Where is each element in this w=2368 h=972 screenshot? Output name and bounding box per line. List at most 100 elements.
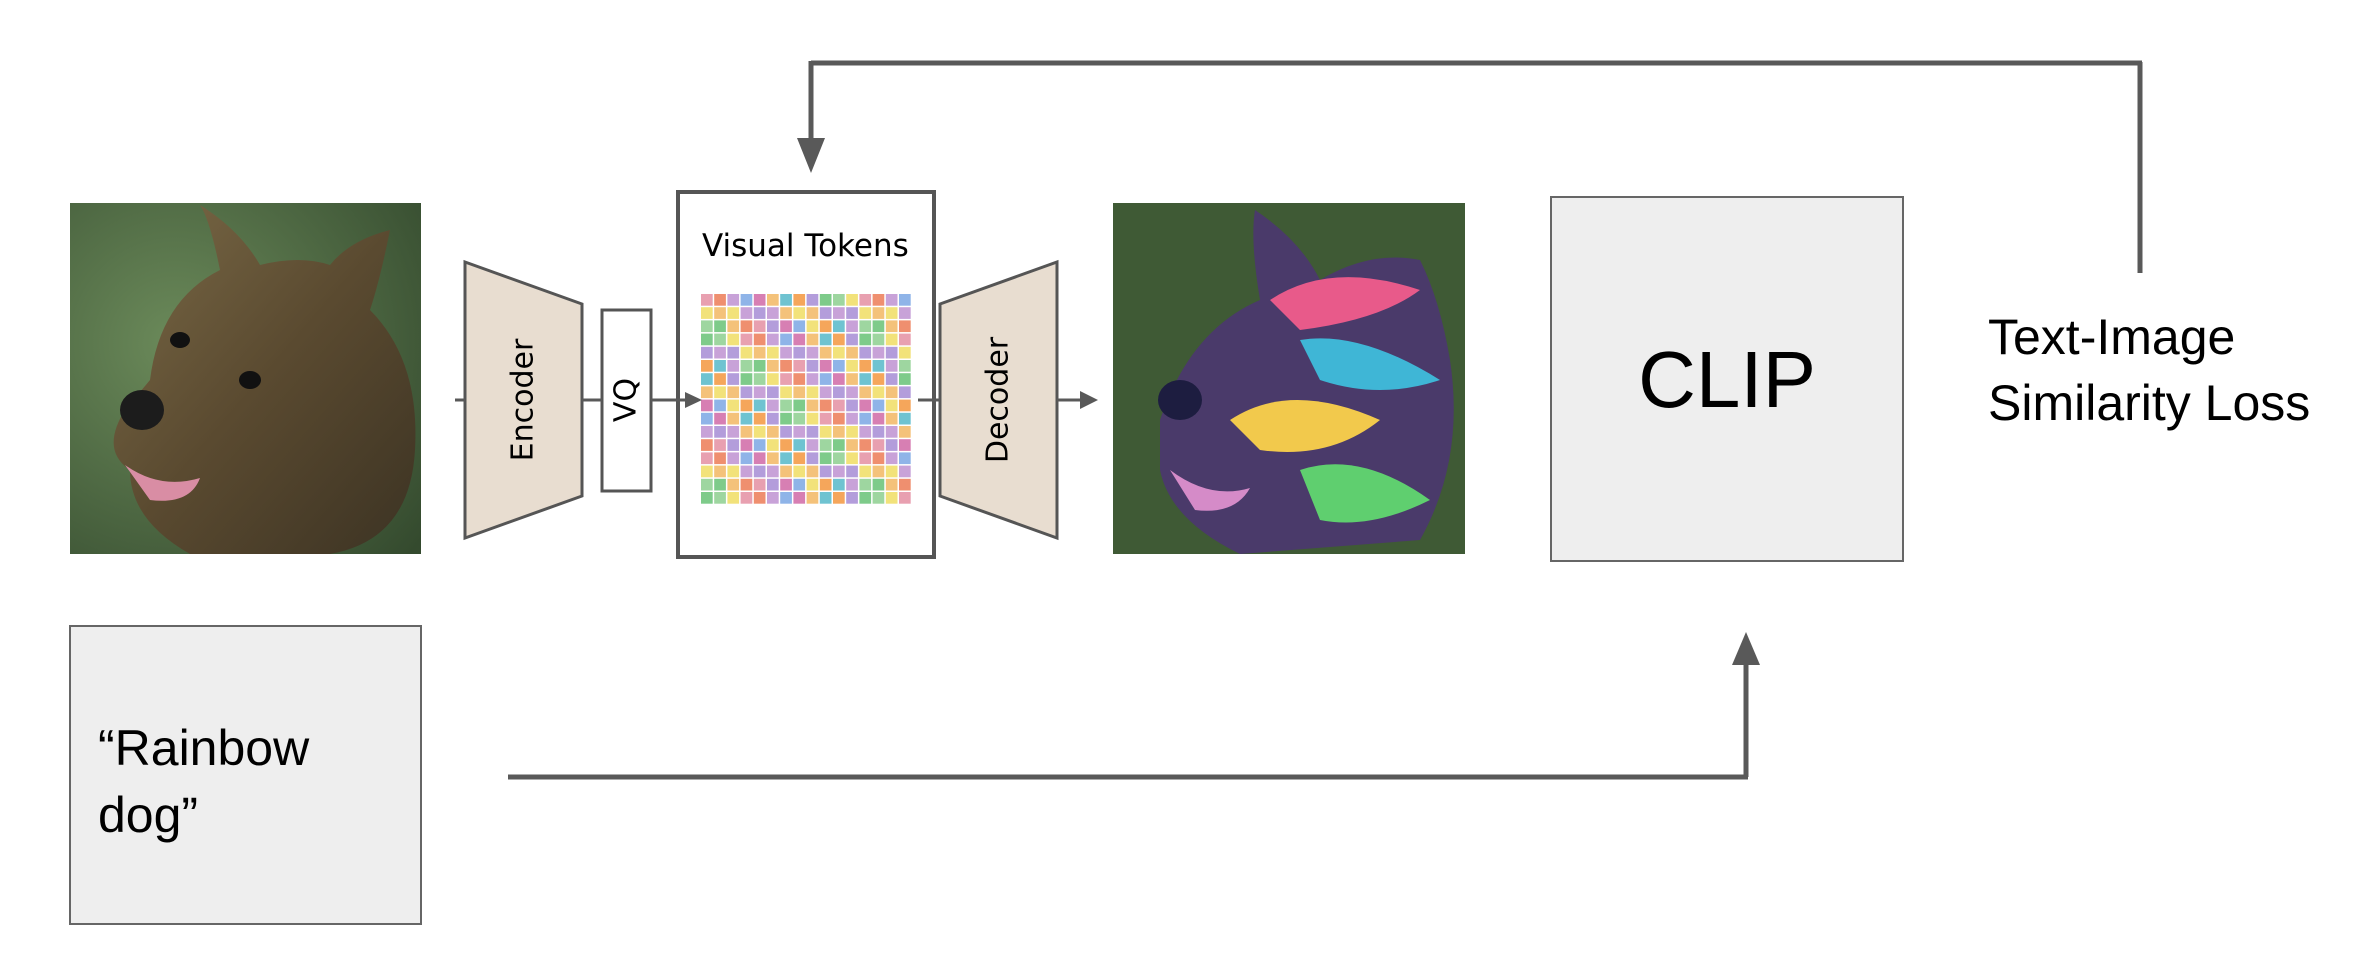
token-cell [740,492,753,504]
token-cell [885,346,898,359]
token-cell [740,465,753,478]
token-cell [793,399,806,412]
token-cell [859,346,872,359]
token-cell [806,333,819,346]
token-cell [727,426,740,438]
token-cell [753,439,766,451]
token-cell [740,426,753,438]
token-cell [806,373,819,385]
token-cell [780,478,792,491]
token-cell [753,307,766,319]
token-cell [872,426,885,438]
token-cell [846,452,858,465]
token-cell [780,320,792,333]
token-cell [833,439,845,451]
token-cell [859,452,872,465]
token-cell [859,373,872,385]
token-cell [833,294,845,306]
output-rainbow-dog-image [1113,203,1465,554]
token-cell [859,492,872,504]
tokens-arrowhead [685,392,702,408]
token-cell [819,426,832,438]
token-cell [740,346,753,359]
token-cell [727,412,740,425]
connectors [455,60,2143,780]
token-cell [701,412,713,425]
token-cell [767,439,779,451]
token-cell [872,452,885,465]
token-cell [872,399,885,412]
token-cell [767,426,779,438]
token-cell [819,386,832,399]
token-cell [819,294,832,306]
token-cell [701,307,713,319]
token-cell [753,399,766,412]
token-cell [833,492,845,504]
token-cell [859,465,872,478]
token-cell [846,399,858,412]
token-cell [793,373,806,385]
token-cell [872,492,885,504]
token-cell [701,386,713,399]
token-cell [806,478,819,491]
token-cell [819,333,832,346]
token-cell [714,307,726,319]
token-cell [899,439,911,451]
token-cell [872,478,885,491]
token-cell [899,426,911,438]
token-cell [806,465,819,478]
token-cell [714,399,726,412]
token-cell [899,478,911,491]
token-cell [740,333,753,346]
token-cell [833,465,845,478]
token-cell [793,360,806,372]
token-cell [833,307,845,319]
token-cell [819,373,832,385]
token-cell [859,360,872,372]
token-cell [885,294,898,306]
token-cell [753,492,766,504]
token-cell [767,399,779,412]
token-cell [767,386,779,399]
token-cell [714,478,726,491]
token-cell [714,426,726,438]
token-cell [767,465,779,478]
token-cell [872,439,885,451]
token-cell [859,412,872,425]
token-cell [753,333,766,346]
token-cell [885,320,898,333]
token-cell [819,492,832,504]
text-prompt: “Rainbow dog” [98,720,310,843]
token-cell [819,412,832,425]
token-cell [727,465,740,478]
token-cell [767,452,779,465]
token-cell [753,373,766,385]
token-cell [714,492,726,504]
token-cell [833,412,845,425]
token-cell [846,294,858,306]
visual-token-grid [701,294,911,504]
token-cell [701,333,713,346]
token-cell [819,360,832,372]
token-cell [793,294,806,306]
clip-label: CLIP [1638,335,1816,424]
vq-label: VQ [608,377,644,423]
token-cell [859,399,872,412]
token-cell [819,399,832,412]
token-cell [885,426,898,438]
token-cell [714,294,726,306]
token-cell [872,373,885,385]
token-cell [701,465,713,478]
token-cell [793,492,806,504]
token-cell [740,439,753,451]
token-cell [740,360,753,372]
token-cell [727,307,740,319]
token-cell [806,320,819,333]
token-cell [846,439,858,451]
token-cell [701,346,713,359]
token-cell [833,399,845,412]
token-cell [793,478,806,491]
token-cell [701,360,713,372]
token-cell [740,320,753,333]
